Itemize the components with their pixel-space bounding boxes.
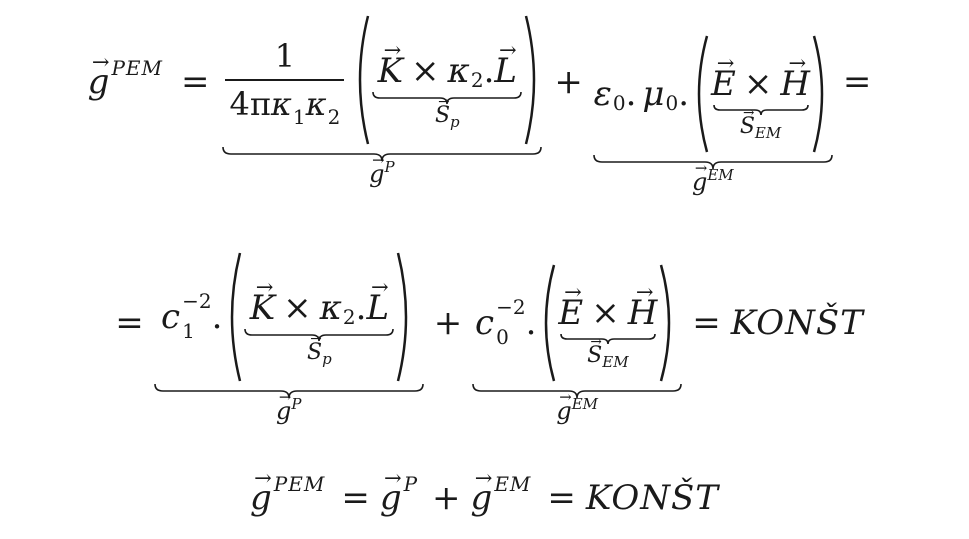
sp-label: Sp <box>435 103 460 131</box>
dot-operator: . <box>625 74 637 114</box>
konst-text: KONŠT <box>585 478 719 518</box>
equals-sign: = <box>180 62 210 102</box>
epsilon-symbol: ε <box>593 74 612 114</box>
gem-label: gEM <box>692 166 734 196</box>
sp-label: Sp <box>307 340 332 368</box>
g-pem-symbol: g <box>88 62 110 102</box>
gp-label: gP <box>276 395 301 425</box>
outer-brace-gem <box>472 383 683 399</box>
c1-symbol: c <box>161 297 181 337</box>
equals-sign: = <box>547 478 576 518</box>
sem-label: SEM <box>740 114 781 142</box>
equals-sign: = <box>842 62 872 102</box>
gp-superscript: P <box>403 472 419 496</box>
gp-label: gP <box>369 158 394 188</box>
kappa-subscript-2: 2 <box>327 105 341 129</box>
e-vector: E <box>558 293 583 333</box>
plus-sign: + <box>432 478 461 518</box>
g-pem-symbol: g <box>250 478 272 518</box>
left-paren <box>697 35 709 153</box>
gp-symbol: g <box>380 478 402 518</box>
underbrace-group-gp: c −21 . K × κ2. L Sp gP <box>153 251 424 425</box>
right-paren <box>660 264 671 382</box>
mu-symbol: μ <box>642 74 665 114</box>
underbrace-group-sem: E × H SEM <box>558 292 658 371</box>
equation-line-2: = c −21 . K × κ2. L Sp <box>0 238 969 438</box>
kappa-symbol: κ <box>305 85 327 123</box>
right-paren <box>812 35 824 153</box>
cross-symbol: × <box>411 50 440 91</box>
fraction: 1 4πκ1κ2 <box>225 37 345 129</box>
cross-symbol: × <box>591 292 620 333</box>
plus-sign: + <box>433 303 463 343</box>
l-vector: L <box>494 51 517 91</box>
k-vector: K <box>250 288 275 328</box>
underbrace-group-sp: K × κ2. L Sp <box>372 50 523 131</box>
gem-symbol: g <box>471 478 493 518</box>
equals-sign: = <box>692 303 721 343</box>
gem-label: gEM <box>556 395 598 425</box>
k-vector: K <box>378 51 403 91</box>
kappa-symbol: κ <box>447 50 470 91</box>
underbrace-group-gem: ε0. μ0. E × H SEM gEM <box>593 34 833 196</box>
equation-line-3: g PEM = g P + g EM = KONŠT <box>0 468 969 528</box>
underbrace-group-gp: 1 4πκ1κ2 K × κ2. L Sp <box>219 14 544 188</box>
cross-symbol: × <box>283 287 312 328</box>
underbrace-group-sp: K × κ2. L Sp <box>244 287 395 368</box>
cross-symbol: × <box>743 63 773 104</box>
underbrace-group-gem: c −20 . E × H SEM gEM <box>472 263 683 425</box>
inner-brace <box>560 333 656 344</box>
kappa-subscript: 2 <box>342 304 356 329</box>
kappa-subscript: 2 <box>470 67 484 92</box>
inner-brace <box>712 104 809 115</box>
l-vector: L <box>366 288 389 328</box>
konst-text: KONŠT <box>730 303 864 343</box>
kappa-symbol: κ <box>319 287 342 328</box>
fraction-denominator: 4πκ1κ2 <box>225 79 345 129</box>
dot-operator: . <box>355 287 367 328</box>
g-pem-superscript: PEM <box>111 56 163 80</box>
dot-operator: . <box>678 74 690 114</box>
kappa-symbol: κ <box>270 85 292 123</box>
gem-superscript: EM <box>494 472 532 496</box>
c0-symbol: c <box>475 303 495 343</box>
fraction-numerator: 1 <box>274 37 296 75</box>
dot-operator: . <box>211 297 223 337</box>
mu-subscript: 0 <box>665 91 679 115</box>
left-paren <box>231 252 242 382</box>
four-pi: 4π <box>229 85 271 123</box>
g-pem-superscript: PEM <box>273 472 326 496</box>
left-paren <box>359 15 370 145</box>
equals-sign: = <box>115 303 144 343</box>
underbrace-group-sem: E × H SEM <box>711 63 810 142</box>
h-vector: H <box>628 293 658 333</box>
h-vector: H <box>780 64 810 104</box>
left-paren <box>545 264 556 382</box>
equation-line-1: g PEM = 1 4πκ1κ2 K × κ2. L <box>0 10 969 200</box>
sem-label: SEM <box>587 343 628 371</box>
e-vector: E <box>711 64 736 104</box>
dot-operator: . <box>483 50 495 91</box>
kappa-subscript-1: 1 <box>292 105 306 129</box>
equals-sign: = <box>341 478 370 518</box>
right-paren <box>397 252 408 382</box>
dot-operator: . <box>525 303 537 343</box>
epsilon-subscript: 0 <box>612 91 626 115</box>
outer-brace-gem <box>593 154 833 170</box>
plus-sign: + <box>554 62 583 102</box>
right-paren <box>525 15 536 145</box>
